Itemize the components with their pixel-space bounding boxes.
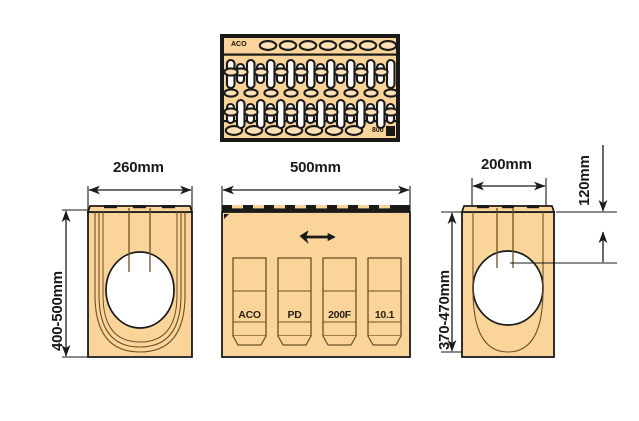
flow-direction-arrow — [299, 230, 336, 244]
front-elevation — [221, 185, 411, 358]
left-notch-1 — [104, 205, 117, 209]
middle-notch-7 — [358, 205, 369, 209]
panel-label-10-1: 10.1 — [374, 309, 395, 321]
grate-slots-row-1 — [225, 58, 396, 90]
right-notch-2 — [502, 205, 514, 209]
right-notch-1 — [477, 205, 489, 209]
emboss-panel-3 — [322, 257, 357, 346]
grate-rail-left — [220, 34, 224, 142]
emboss-panel-4 — [367, 257, 402, 346]
panel-label-pd: PD — [287, 309, 302, 321]
grate-ovals-row-2 — [223, 107, 399, 117]
middle-notch-8 — [379, 205, 390, 209]
middle-notch-2 — [253, 205, 264, 209]
panel-label-aco: ACO — [238, 309, 261, 321]
left-notch-2 — [133, 205, 146, 209]
middle-corner-mark — [224, 214, 229, 219]
panel-label-200f: 200F — [328, 309, 351, 321]
dim-label-120mm: 120mm — [576, 155, 593, 206]
dim-label-370-470mm: 370-470mm — [436, 270, 453, 350]
dim-label-400-500mm: 400-500mm — [49, 271, 66, 351]
left-wall-contour-1 — [94, 212, 186, 353]
grate-edge-bottom — [220, 138, 400, 142]
right-wall-contour — [472, 212, 544, 353]
grating-plan-view — [220, 34, 400, 142]
grate-bottom-ovals — [224, 125, 364, 136]
right-notch-3 — [527, 205, 539, 209]
grate-rail-right — [396, 34, 400, 142]
grate-rail-top — [223, 53, 397, 56]
grate-brand-label: ACO — [231, 41, 247, 48]
middle-notch-3 — [274, 205, 285, 209]
middle-top-rail — [222, 205, 410, 212]
grate-ovals-middle — [223, 88, 399, 98]
dim-label-200mm: 200mm — [481, 156, 532, 173]
grate-edge-top — [220, 34, 400, 38]
left-wall-contour-3 — [102, 212, 178, 343]
left-wall-contour-2 — [98, 212, 182, 348]
emboss-panel-1 — [232, 257, 267, 346]
middle-notch-4 — [295, 205, 306, 209]
emboss-panel-2 — [277, 257, 312, 346]
middle-notch-6 — [337, 205, 348, 209]
grate-top-ovals — [258, 40, 398, 51]
left-notch-3 — [162, 205, 175, 209]
right-bore-outline — [472, 250, 544, 326]
dim-label-260mm: 260mm — [113, 159, 164, 176]
dim-label-500mm: 500mm — [290, 159, 341, 176]
left-cross-section — [61, 185, 194, 358]
right-cross-section — [441, 145, 617, 358]
grate-code-label: 800 — [372, 127, 384, 134]
grate-ovals-row-1 — [223, 67, 389, 77]
left-bore-outline — [105, 251, 175, 329]
middle-notch-1 — [232, 205, 243, 209]
grate-code-block — [386, 126, 395, 136]
middle-notch-5 — [316, 205, 327, 209]
grate-aperture-group — [223, 40, 399, 136]
